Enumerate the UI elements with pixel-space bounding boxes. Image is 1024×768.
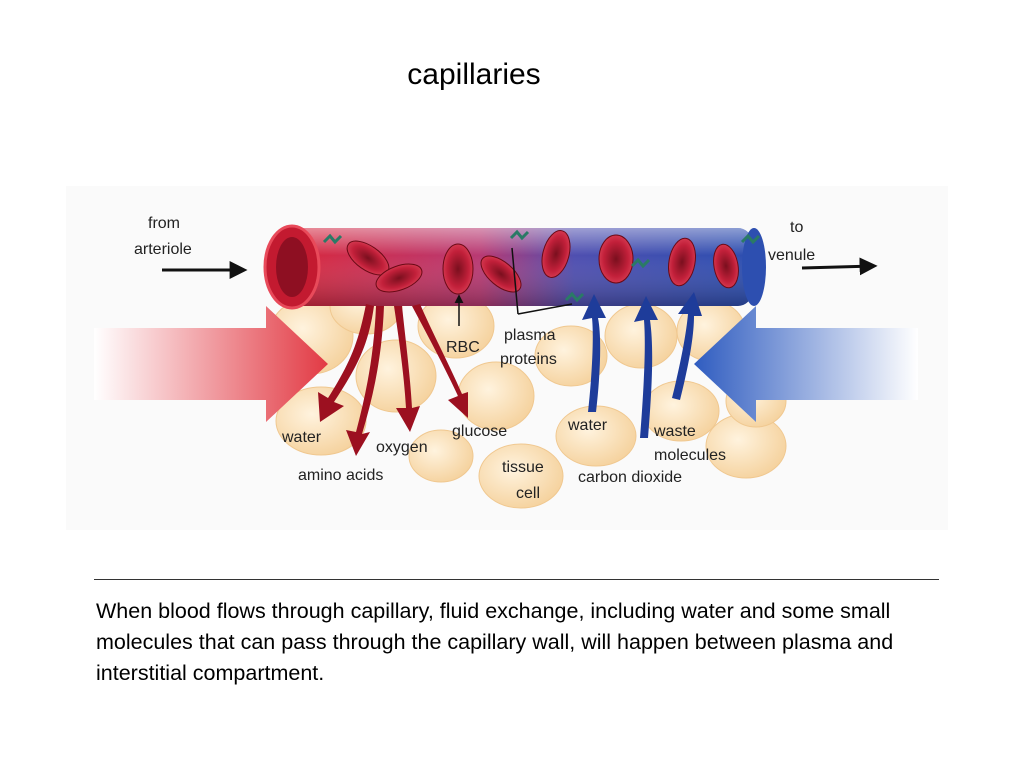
label-cell: cell [516,485,540,502]
outflow-arrow-water [318,304,374,422]
plasma-protein [564,291,585,303]
inward-arrows [582,292,702,438]
slide-title: capillaries [407,58,541,91]
to-venule-arrow [801,257,878,276]
label-glucose: glucose [452,423,507,440]
capillary-diagram: from arteriole to venule RBC plasma prot… [66,186,948,530]
label-water-out: water [281,429,322,446]
inflow-arrow-carbon-dioxide [634,296,658,438]
arterial-pressure-arrow [94,306,328,422]
outflow-arrow-amino-acids [346,306,384,456]
label-from: from [148,215,180,232]
plasma-proteins [322,229,761,303]
plasma-protein [740,233,761,245]
rbc [668,237,696,287]
rbc [598,234,634,284]
label-to: to [790,219,803,236]
outflow-arrow-glucose [412,304,468,418]
rbc [713,243,739,289]
tissue-cell [408,429,474,483]
label-venule: venule [768,247,815,264]
label-oxygen: oxygen [376,439,428,456]
tissue-cell [457,361,535,431]
divider-line [94,579,939,580]
label-amino-acids: amino acids [298,467,383,484]
plasma-protein [630,257,651,269]
outflow-arrow-oxygen [394,306,420,432]
inflow-arrow-water [582,294,606,412]
tissue-cell [478,443,564,509]
red-blood-cells [346,230,739,295]
rbc [541,230,571,278]
rbc [375,263,423,293]
label-pointers [454,247,573,326]
inflow-arrow-waste [672,292,702,400]
tissue-cell [534,325,608,387]
label-molecules: molecules [654,447,726,464]
rbc [442,243,474,295]
label-rbc: RBC [446,339,480,356]
plasma-protein [322,233,343,245]
rbc [480,255,522,293]
label-plasma: plasma [504,327,556,344]
label-water-in: water [567,417,608,434]
label-carbon-dioxide: carbon dioxide [578,469,682,486]
venous-pressure-arrow [694,306,918,422]
tissue-cell [555,405,637,467]
caption-text: When blood flows through capillary, flui… [96,599,894,685]
outward-arrows [318,304,468,456]
label-arteriole: arteriole [134,241,192,258]
label-proteins: proteins [500,351,557,368]
capillary-diagram-svg: from arteriole to venule RBC plasma prot… [94,215,918,509]
label-waste: waste [653,423,696,440]
plasma-protein [509,229,530,241]
tissue-cells [268,277,787,509]
label-tissue: tissue [502,459,544,476]
